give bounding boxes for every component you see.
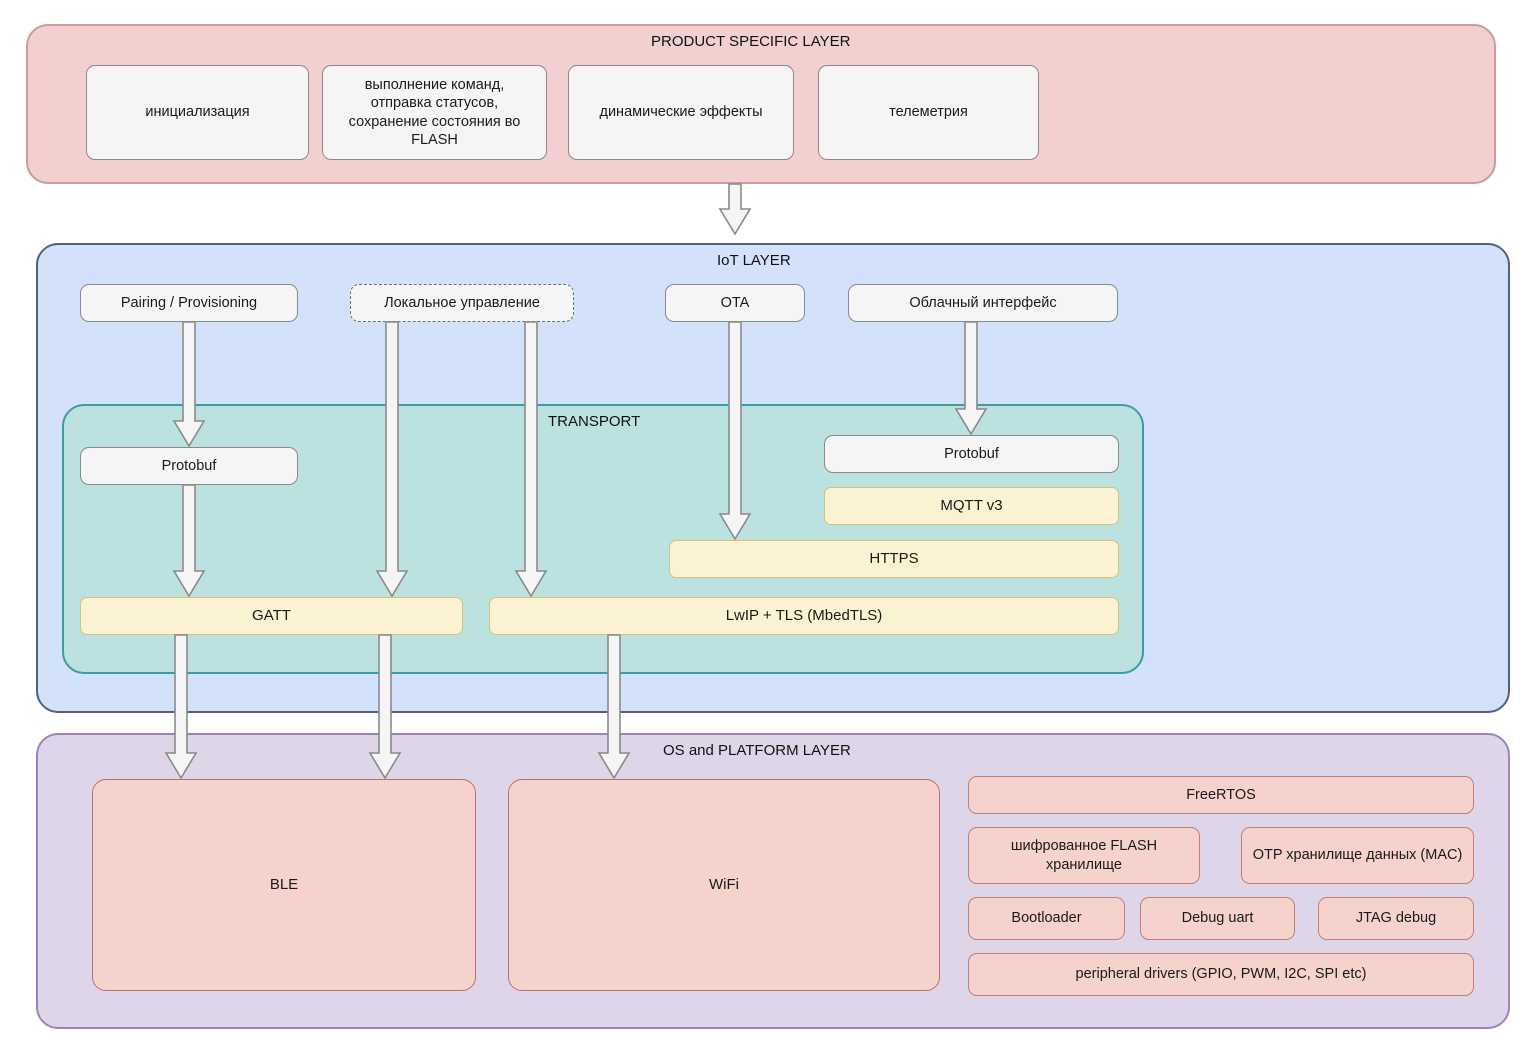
product-box-command-execution[interactable]: выполнение команд, отправка статусов, со…: [322, 65, 547, 160]
iot-entry-pairing-provisioning[interactable]: Pairing / Provisioning: [80, 284, 298, 322]
os-block-debug-uart[interactable]: Debug uart: [1140, 897, 1295, 940]
transport-gatt[interactable]: GATT: [80, 597, 463, 635]
iot-entry-local-control[interactable]: Локальное управление: [350, 284, 574, 322]
product-specific-layer-title: PRODUCT SPECIFIC LAYER: [651, 33, 851, 50]
os-radio-wifi[interactable]: WiFi: [508, 779, 940, 991]
transport-title: TRANSPORT: [548, 413, 641, 430]
iot-layer-title: IoT LAYER: [717, 252, 791, 269]
transport-lwip-tls[interactable]: LwIP + TLS (MbedTLS): [489, 597, 1119, 635]
os-block-jtag-debug[interactable]: JTAG debug: [1318, 897, 1474, 940]
iot-entry-cloud-interface[interactable]: Облачный интерфейс: [848, 284, 1118, 322]
os-radio-ble[interactable]: BLE: [92, 779, 476, 991]
transport-mqtt[interactable]: MQTT v3: [824, 487, 1119, 525]
transport-wifi-protobuf[interactable]: Protobuf: [824, 435, 1119, 473]
product-box-initialization[interactable]: инициализация: [86, 65, 309, 160]
transport-https[interactable]: HTTPS: [669, 540, 1119, 578]
transport-ble-protobuf[interactable]: Protobuf: [80, 447, 298, 485]
arrow-product-to-iot: [718, 183, 752, 236]
os-block-freertos[interactable]: FreeRTOS: [968, 776, 1474, 814]
os-platform-layer-title: OS and PLATFORM LAYER: [663, 742, 851, 759]
iot-entry-ota[interactable]: OTA: [665, 284, 805, 322]
os-block-otp-data-storage[interactable]: OTP хранилище данных (MAC): [1241, 827, 1474, 884]
os-block-encrypted-flash-storage[interactable]: шифрованное FLASH хранилище: [968, 827, 1200, 884]
os-block-peripheral-drivers[interactable]: peripheral drivers (GPIO, PWM, I2C, SPI …: [968, 953, 1474, 996]
product-box-dynamic-effects[interactable]: динамические эффекты: [568, 65, 794, 160]
product-box-telemetry[interactable]: телеметрия: [818, 65, 1039, 160]
os-block-bootloader[interactable]: Bootloader: [968, 897, 1125, 940]
